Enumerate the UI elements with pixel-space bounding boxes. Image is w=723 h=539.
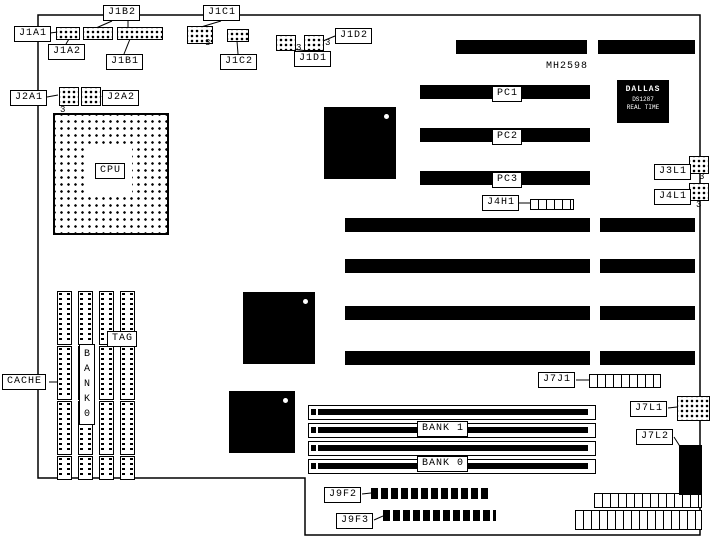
label-tag: TAG xyxy=(107,331,138,347)
power-connector xyxy=(679,445,702,495)
simm-slot xyxy=(318,445,586,451)
simm-end-pins xyxy=(311,463,316,469)
header-j1d2 xyxy=(304,35,324,51)
header-j1c2 xyxy=(227,29,249,42)
qfp-chip xyxy=(243,292,315,364)
label-pc3: PC3 xyxy=(492,172,523,188)
dip-chip xyxy=(78,291,93,345)
dip-chip xyxy=(57,401,72,455)
label-j9f3: J9F3 xyxy=(336,513,374,529)
board-id-text: MH2598 xyxy=(546,61,589,72)
connector-j4h1 xyxy=(530,199,574,210)
label-j1a2: J1A2 xyxy=(48,44,86,60)
header-j2a2 xyxy=(81,87,101,106)
simm-end-pins xyxy=(311,427,316,433)
simm-socket xyxy=(308,441,596,456)
rear-connector-row xyxy=(575,510,702,530)
header-j7l1 xyxy=(677,396,710,421)
expansion-slot-bar xyxy=(345,306,590,320)
simm-end-pins xyxy=(311,409,316,415)
label-pc2: PC2 xyxy=(492,129,523,145)
pin3-marker: 3 xyxy=(696,200,702,210)
dip-chip xyxy=(99,401,114,455)
header-j1d1 xyxy=(276,35,296,51)
board-edge xyxy=(37,14,701,536)
label-j1b2: J1B2 xyxy=(103,5,141,21)
label-j4h1: J4H1 xyxy=(482,195,520,211)
header-j1c1 xyxy=(187,26,213,44)
label-pc1: PC1 xyxy=(492,86,523,102)
label-j7l1: J7L1 xyxy=(630,401,668,417)
expansion-slot-bar xyxy=(600,351,695,365)
expansion-slot-bar xyxy=(456,40,587,54)
expansion-slot-bar xyxy=(345,259,590,273)
expansion-slot-bar xyxy=(598,40,695,54)
pin3-marker: 3 xyxy=(699,172,705,182)
connector-j9f2 xyxy=(371,488,488,499)
label-j1d2: J1D2 xyxy=(335,28,373,44)
dallas-line2: DS1287 xyxy=(632,96,654,103)
expansion-slot-bar xyxy=(345,351,590,365)
pin3-marker: 3 xyxy=(205,38,211,48)
dallas-rtc-chip: DALLAS DS1287 REAL TIME xyxy=(617,80,669,123)
label-j1a1: J1A1 xyxy=(14,26,52,42)
label-j9f2: J9F2 xyxy=(324,487,362,503)
dip-chip xyxy=(99,346,114,400)
label-j1b1: J1B1 xyxy=(106,54,144,70)
label-j7l2: J7L2 xyxy=(636,429,674,445)
connector-j9f3 xyxy=(383,510,496,521)
dip-chip xyxy=(57,346,72,400)
expansion-slot-bar xyxy=(345,218,590,232)
simm-slot xyxy=(318,409,586,415)
label-j1c2: J1C2 xyxy=(220,54,258,70)
dip-chip xyxy=(99,456,114,480)
label-cache: CACHE xyxy=(2,374,47,390)
label-bank1: BANK 1 xyxy=(417,421,469,437)
header-j1b2 xyxy=(83,27,113,40)
rear-connector-row xyxy=(594,493,702,508)
dip-chip xyxy=(57,291,72,345)
header-j3l1 xyxy=(689,156,709,174)
dip-chip xyxy=(57,456,72,480)
qfp-chip xyxy=(324,107,396,179)
label-j3l1: J3L1 xyxy=(654,164,692,180)
pin3-marker: 3 xyxy=(296,43,302,53)
label-j7j1: J7J1 xyxy=(538,372,576,388)
dip-chip xyxy=(120,401,135,455)
simm-socket xyxy=(308,405,596,420)
dip-chip xyxy=(78,456,93,480)
header-j1a1 xyxy=(56,27,80,40)
label-j1d1: J1D1 xyxy=(294,51,332,67)
pin3-marker: 3 xyxy=(325,38,331,48)
connector-j7j1 xyxy=(589,374,661,388)
label-j2a2: J2A2 xyxy=(102,90,140,106)
expansion-slot-bar xyxy=(600,218,695,232)
pin3-marker: 3 xyxy=(60,105,66,115)
dip-chip xyxy=(120,456,135,480)
expansion-slot-bar xyxy=(600,259,695,273)
simm-end-pins xyxy=(311,445,316,451)
dallas-line1: DALLAS xyxy=(625,85,661,94)
label-bank0: BANK 0 xyxy=(417,456,469,472)
dip-chip xyxy=(120,346,135,400)
qfp-chip xyxy=(229,391,295,453)
label-cpu: CPU xyxy=(95,163,126,179)
header-j4l1 xyxy=(689,183,709,201)
header-j1b1 xyxy=(117,27,163,40)
label-j1c1: J1C1 xyxy=(203,5,241,21)
header-j2a1 xyxy=(59,87,79,106)
dallas-line3: REAL TIME xyxy=(626,104,660,111)
label-j2a1: J2A1 xyxy=(10,90,48,106)
expansion-slot-bar xyxy=(600,306,695,320)
label-cache-bank0: BANK0 xyxy=(79,344,95,425)
label-j4l1: J4L1 xyxy=(654,189,692,205)
